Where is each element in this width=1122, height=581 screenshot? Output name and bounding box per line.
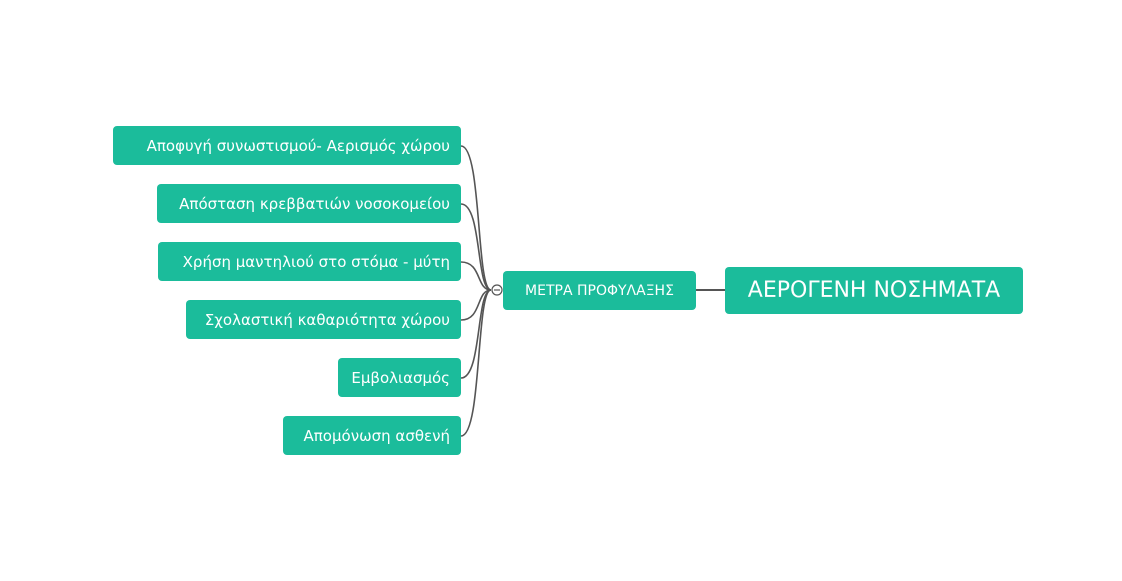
connector-child-3 [460, 261, 492, 291]
root-label: ΑΕΡΟΓΕΝΗ ΝΟΣΗΜΑΤΑ [747, 278, 1001, 303]
connector-child-2 [460, 203, 492, 291]
connector-child-1 [460, 145, 492, 291]
collapse-icon [491, 284, 503, 296]
child-node-5[interactable]: Εμβολιασμός [338, 358, 461, 397]
branch-label: ΜΕΤΡΑ ΠΡΟΦΥΛΑΞΗΣ [525, 282, 674, 299]
node-label: Απομόνωση ασθενή [303, 426, 450, 445]
child-node-1[interactable]: Αποφυγή συνωστισμού- Αερισμός χώρου [113, 126, 461, 165]
child-node-4[interactable]: Σχολαστική καθαριότητα χώρου [186, 300, 461, 339]
node-label: Απόσταση κρεββατιών νοσοκομείου [179, 194, 450, 213]
child-node-3[interactable]: Χρήση μαντηλιού στο στόμα - μύτη [158, 242, 461, 281]
connector-child-6 [460, 289, 492, 437]
child-node-6[interactable]: Απομόνωση ασθενή [283, 416, 461, 455]
root-node[interactable]: ΑΕΡΟΓΕΝΗ ΝΟΣΗΜΑΤΑ [725, 267, 1023, 314]
branch-node[interactable]: ΜΕΤΡΑ ΠΡΟΦΥΛΑΞΗΣ [503, 271, 696, 310]
connector-child-4 [460, 289, 492, 321]
child-node-2[interactable]: Απόσταση κρεββατιών νοσοκομείου [157, 184, 461, 223]
node-label: Εμβολιασμός [351, 368, 450, 387]
connector-child-5 [460, 289, 492, 379]
node-label: Χρήση μαντηλιού στο στόμα - μύτη [182, 252, 450, 271]
node-label: Σχολαστική καθαριότητα χώρου [204, 310, 450, 329]
node-label: Αποφυγή συνωστισμού- Αερισμός χώρου [146, 136, 450, 155]
